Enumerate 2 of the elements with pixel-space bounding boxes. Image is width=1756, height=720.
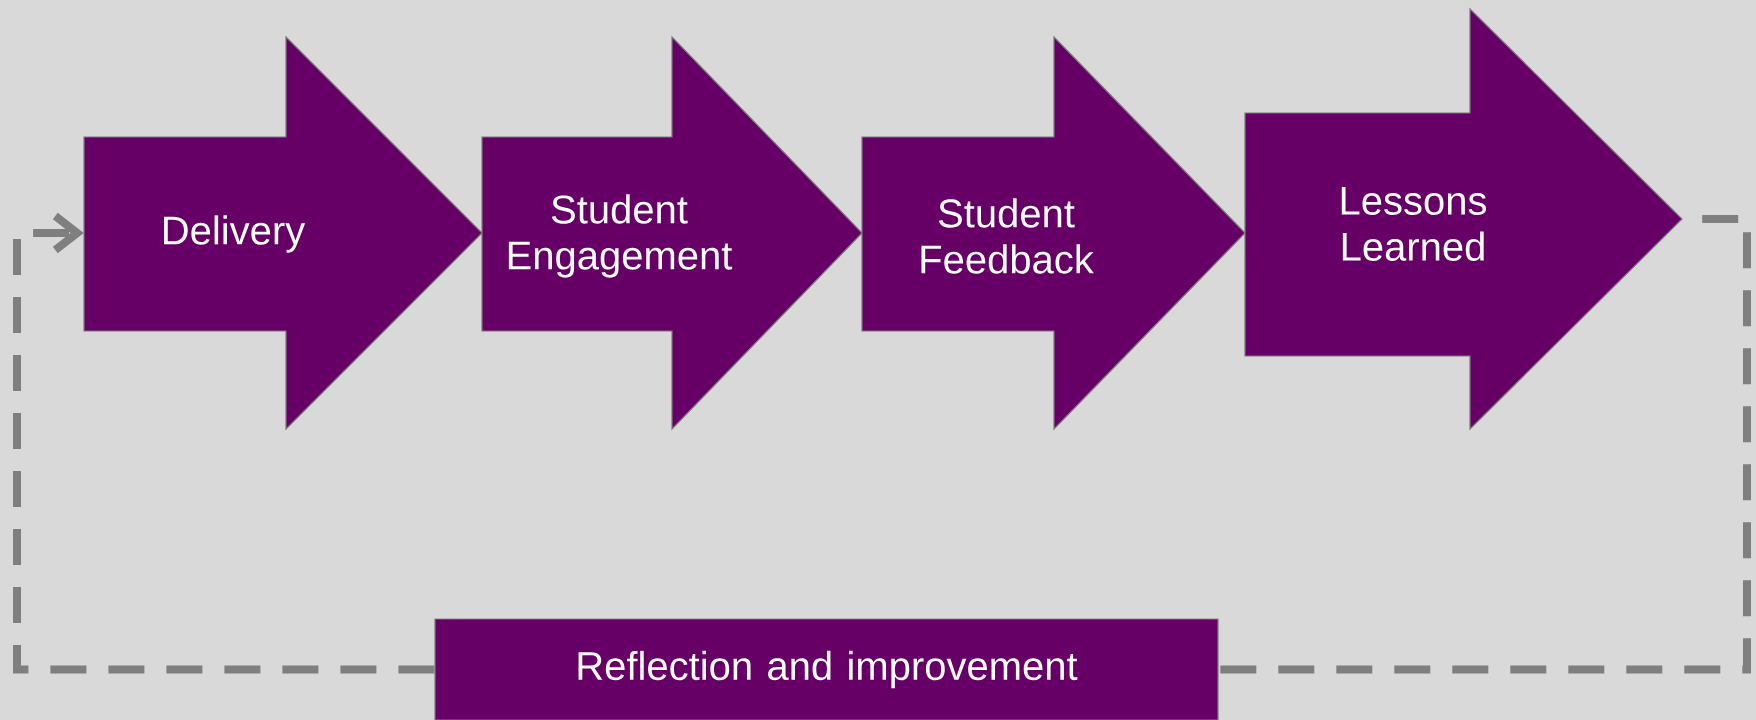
dashed-arrow xyxy=(13,212,435,674)
process-box: Reflection and improvement xyxy=(434,618,1219,720)
